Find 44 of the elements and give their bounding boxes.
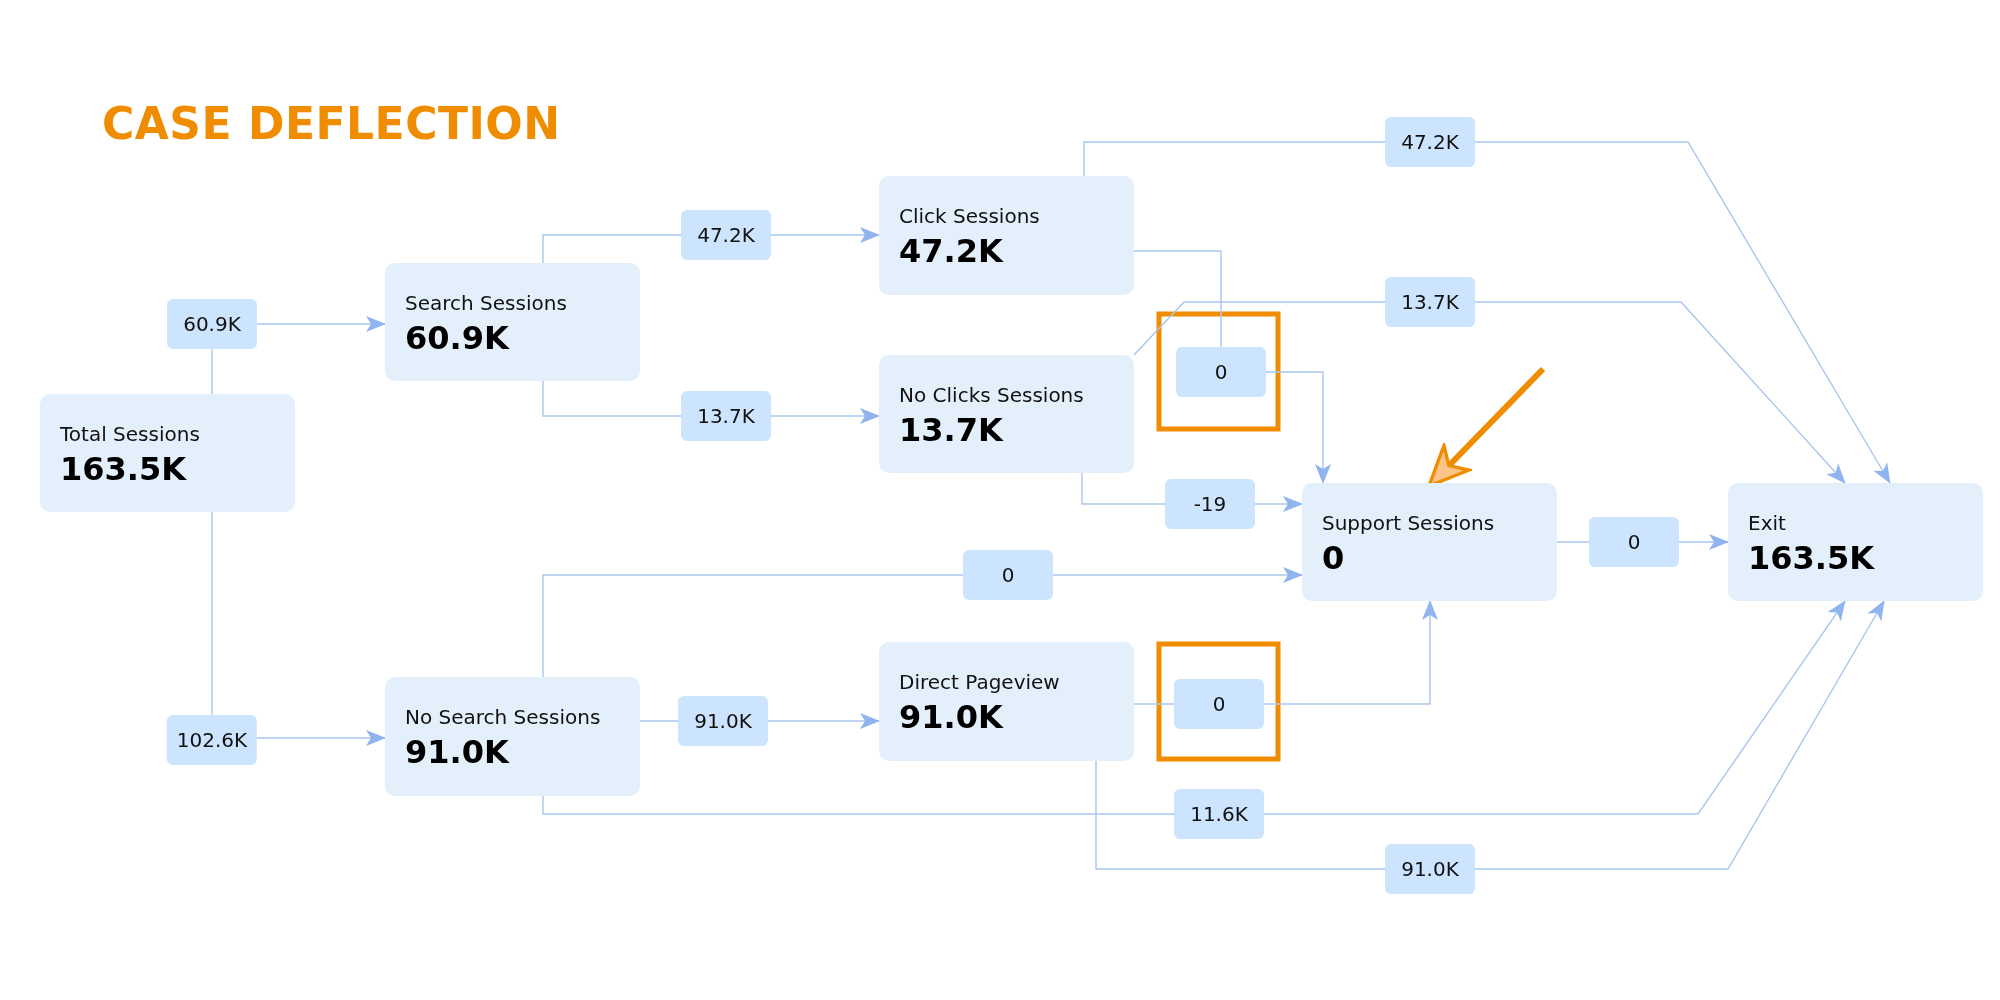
- edge-label: 60.9K: [167, 299, 257, 349]
- arrow: [542, 567, 1303, 678]
- edge-label: 91.0K: [1385, 844, 1475, 894]
- process-box: [385, 677, 640, 796]
- edge-label: 102.6K: [166, 715, 258, 765]
- process-box: [1728, 483, 1983, 601]
- edge-label: 13.7K: [1385, 277, 1475, 327]
- node-title: Search Sessions: [405, 291, 567, 315]
- node-title: No Clicks Sessions: [899, 383, 1084, 407]
- edge-label: -19: [1165, 479, 1255, 529]
- node-value: 163.5K: [60, 450, 186, 488]
- edge-label: 91.0K: [678, 696, 768, 746]
- edge-label: 0: [1176, 347, 1266, 397]
- process-box: [1302, 483, 1557, 601]
- arrow: [1095, 600, 1885, 870]
- arrow: [1133, 301, 1846, 484]
- arrow: [1083, 141, 1891, 484]
- node-value: 60.9K: [405, 319, 509, 357]
- node-value: 13.7K: [899, 411, 1003, 449]
- edge-label: 13.7K: [681, 391, 771, 441]
- edge-label: 47.2K: [681, 210, 771, 260]
- node-title: Exit: [1748, 511, 1786, 535]
- process-box: [879, 176, 1134, 295]
- diagram-title: CASE DEFLECTION: [102, 98, 561, 149]
- edge-label: 0: [1589, 517, 1679, 567]
- node-title: Direct Pageview: [899, 670, 1060, 694]
- edge-label: 0: [963, 550, 1053, 600]
- node-title: Click Sessions: [899, 204, 1040, 228]
- node-value: 91.0K: [899, 698, 1003, 736]
- process-box: [879, 642, 1134, 761]
- process-box: [40, 394, 295, 512]
- process-box: [385, 263, 640, 381]
- node-value: 163.5K: [1748, 539, 1874, 577]
- node-title: Total Sessions: [60, 422, 200, 446]
- edge-label: 47.2K: [1385, 117, 1475, 167]
- edge-label: 11.6K: [1174, 789, 1264, 839]
- node-value: 47.2K: [899, 232, 1003, 270]
- node-value: 0: [1322, 539, 1345, 577]
- node-title: No Search Sessions: [405, 705, 601, 729]
- edge-label: 0: [1174, 679, 1264, 729]
- node-value: 91.0K: [405, 733, 509, 771]
- node-title: Support Sessions: [1322, 511, 1495, 535]
- arrow: [542, 600, 1846, 815]
- process-box: [879, 355, 1134, 473]
